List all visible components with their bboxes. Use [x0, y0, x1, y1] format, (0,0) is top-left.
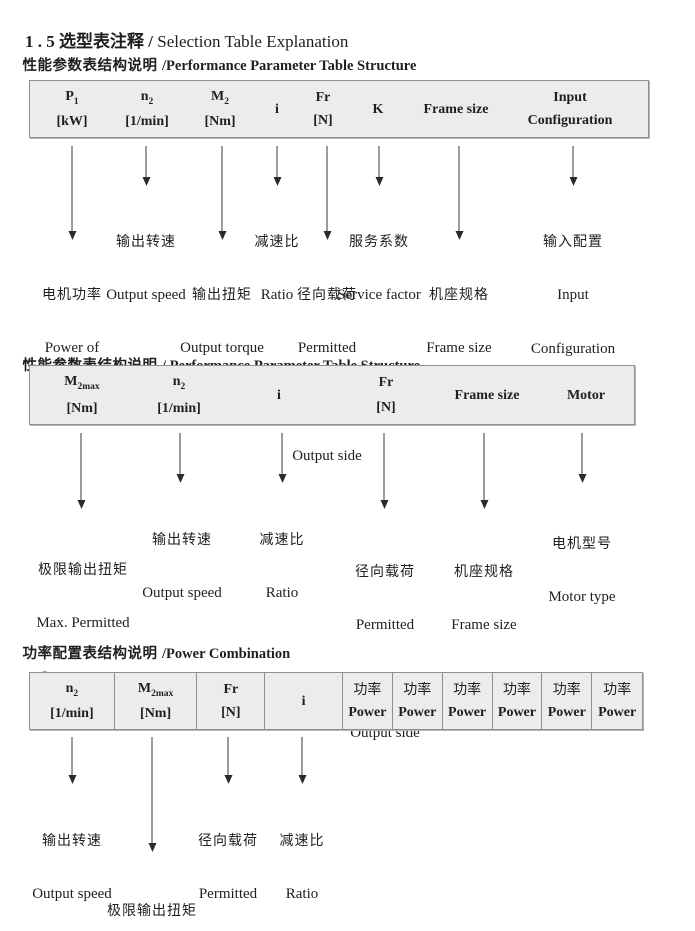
unit: [N]: [221, 705, 241, 721]
arrow-s1-input: [569, 146, 578, 186]
label-s3-output-speed: 输出转速 Output speed: [32, 832, 112, 902]
symbol: n2: [140, 88, 154, 107]
table1-header-m2: M2 [Nm]: [204, 81, 235, 137]
page-title-zh: 1 . 5 选型表注释 /: [25, 32, 158, 51]
symbol: Motor: [566, 387, 606, 403]
arrow-s1-i: [273, 146, 282, 186]
label-s2-output-speed: 输出转速 Output speed: [142, 531, 222, 601]
arrow-s2-fr: [380, 433, 389, 509]
table3-header-m2max: M2max [Nm]: [115, 673, 198, 729]
section3-heading: 功率配置表结构说明 /Power Combination: [8, 625, 291, 680]
unit: [Nm]: [66, 400, 98, 416]
arrow-s3-m2max: [148, 737, 157, 852]
unit: [Nm]: [204, 114, 236, 130]
label-s1-input-configuration: 输入配置 Input Configuration: [530, 233, 616, 357]
arrow-s1-fr: [323, 146, 332, 240]
table2-header-fr: Fr [N]: [376, 366, 395, 424]
table3-header-power-1: 功率 Power: [343, 673, 393, 729]
table1-header-fr: Fr [N]: [313, 81, 332, 137]
label-s1-frame-size: 机座规格 Frame size: [426, 286, 492, 356]
unit: [N]: [313, 113, 333, 129]
table2-header-frame-size: Frame size: [455, 366, 520, 424]
symbol: n2: [172, 374, 186, 393]
table3-header-fr: Fr [N]: [197, 673, 266, 729]
table1-header-n2: n2 [1/min]: [125, 81, 169, 137]
label-s2-motor-type: 电机型号 Motor type: [548, 535, 616, 605]
page-title: 1 . 5 选型表注释 / Selection Table Explanatio…: [8, 7, 348, 72]
section1-heading: 性能参数表结构说明 /Performance Parameter Table S…: [8, 37, 417, 92]
table3-header-n2: n2 [1/min]: [30, 673, 115, 729]
symbol: Input: [553, 89, 587, 105]
symbol: Fr: [223, 681, 239, 697]
arrow-s1-p1: [68, 146, 77, 240]
arrow-s3-n2: [68, 737, 77, 784]
table1-header-input-configuration: Input Configuration: [528, 81, 613, 137]
label-s1-output-speed: 输出转速 Output speed: [106, 233, 186, 303]
table2-header-motor: Motor: [567, 366, 605, 424]
table3-header-power-3: 功率 Power: [443, 673, 493, 729]
section1-heading-en: /Performance Parameter Table Structure: [162, 58, 417, 74]
label-s2-ratio: 减速比 Ratio: [259, 531, 305, 601]
table1-header-p1: P1 [kW]: [56, 81, 87, 137]
arrow-s1-k: [375, 146, 384, 186]
table1-header-i: i: [275, 81, 279, 137]
symbol: Frame size: [423, 101, 489, 117]
table3-header-power-5: 功率 Power: [542, 673, 593, 729]
unit: [1/min]: [125, 114, 169, 130]
table2-header-i: i: [277, 366, 281, 424]
table3-header-power-6: 功率 Power: [598, 680, 637, 721]
arrow-s2-frame-size: [480, 433, 489, 509]
label-s1-service-factor: 服务系数 Service factor: [337, 233, 421, 303]
table2-header-m2max: M2max [Nm]: [64, 366, 99, 424]
label-s2-frame-size: 机座规格 Frame size: [451, 563, 517, 633]
table3-header-i: i: [265, 673, 343, 729]
arrow-s1-n2: [142, 146, 151, 186]
page-title-en: Selection Table Explanation: [157, 32, 349, 51]
unit: [N]: [376, 399, 396, 415]
arrow-s2-i: [278, 433, 287, 483]
table1-header-frame-size: Frame size: [424, 81, 489, 137]
arrow-s3-i: [298, 737, 307, 784]
symbol: K: [372, 101, 384, 117]
arrow-s3-fr: [224, 737, 233, 784]
symbol: M2: [211, 88, 229, 107]
unit: Configuration: [527, 113, 613, 129]
arrow-s1-m2: [218, 146, 227, 240]
label-s1-output-torque: 输出扭矩 Output torque: [180, 286, 264, 356]
arrow-s1-frame-size: [455, 146, 464, 240]
table2-header-n2: n2 [1/min]: [157, 366, 201, 424]
label-s3-max-output-torque: 极限输出扭矩 Max. Permitted Output torque: [106, 902, 197, 918]
symbol: i: [275, 101, 279, 117]
unit: [1/min]: [50, 706, 94, 722]
unit: [1/min]: [157, 400, 201, 416]
symbol: n2: [65, 680, 79, 699]
arrow-s2-motor: [578, 433, 587, 483]
symbol: i: [277, 387, 281, 403]
label-s1-ratio: 减速比 Ratio: [254, 233, 300, 303]
section1-heading-zh: 性能参数表结构说明: [22, 58, 163, 74]
symbol: i: [301, 693, 306, 709]
symbol: Fr: [378, 375, 394, 391]
table3-header-power-4: 功率 Power: [493, 673, 543, 729]
symbol: M2max: [137, 680, 174, 699]
label-s3-overhung-load: 径向载荷 Permitted Overhung load Output side: [198, 832, 258, 902]
table3-header-power-2: 功率 Power: [393, 673, 443, 729]
unit: [kW]: [56, 114, 88, 130]
table3-power-combination: n2 [1/min] M2max [Nm] Fr [N] i 功率 Power …: [29, 672, 643, 730]
table1-header-k: K: [373, 81, 384, 137]
label-s2-overhung-load: 径向载荷 Permitted Overhung load Output side: [340, 563, 430, 741]
label-s3-ratio: 减速比 Ratio: [279, 832, 325, 902]
section3-heading-zh: 功率配置表结构说明: [22, 646, 163, 662]
table1-performance-parameter: P1 [kW] n2 [1/min] M2 [Nm] i Fr [N] K Fr…: [29, 80, 649, 138]
section3-heading-en: /Power Combination: [162, 646, 291, 662]
symbol: Fr: [315, 89, 331, 105]
table2-performance-parameter: M2max [Nm] n2 [1/min] i Fr [N] Frame siz…: [29, 365, 635, 425]
unit: [Nm]: [140, 706, 172, 722]
symbol: P1: [65, 88, 79, 107]
symbol: Frame size: [454, 387, 520, 403]
symbol: M2max: [64, 374, 100, 393]
arrow-s2-n2: [176, 433, 185, 483]
arrow-s2-m2max: [77, 433, 86, 509]
